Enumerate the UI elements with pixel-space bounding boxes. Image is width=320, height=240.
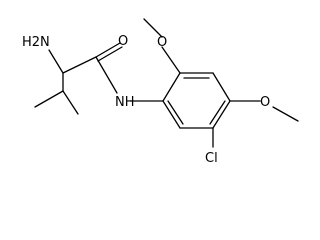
label-nh: NH (115, 95, 135, 110)
ring-bond-c4-c5 (212, 100, 231, 129)
bond-c3-ch3-b (62, 90, 79, 115)
bond-c2-c1 (62, 56, 97, 74)
structure-diagram: H2N O NH O O Cl (22, 18, 299, 166)
label-h2n: H2N (22, 35, 50, 50)
ring-double-c6-c1 (167, 100, 184, 125)
bond-c3-ch3-a (34, 90, 64, 108)
bond-c1-o-b (97, 46, 123, 62)
atom-labels: H2N O NH O O Cl (22, 34, 270, 166)
bond-ring-o-top (161, 46, 181, 74)
bonds (34, 18, 299, 148)
bond-c2-n-amino (48, 49, 64, 74)
bond-o-right-ch3 (272, 106, 299, 122)
label-o-methoxy-top: O (157, 35, 167, 50)
ring-bond-c6-c1 (162, 100, 181, 129)
label-cl: Cl (205, 151, 218, 166)
bond-o-top-ch3 (143, 18, 163, 38)
bond-c1-o-a (95, 42, 121, 58)
label-o-carbonyl: O (118, 34, 128, 49)
bond-c1-n (95, 56, 118, 94)
label-o-methoxy-right: O (260, 95, 270, 110)
ring-bond-c1-c2 (162, 72, 181, 102)
ring-double-c4-c5 (209, 100, 226, 125)
ring-bond-c3-c4 (212, 72, 231, 102)
